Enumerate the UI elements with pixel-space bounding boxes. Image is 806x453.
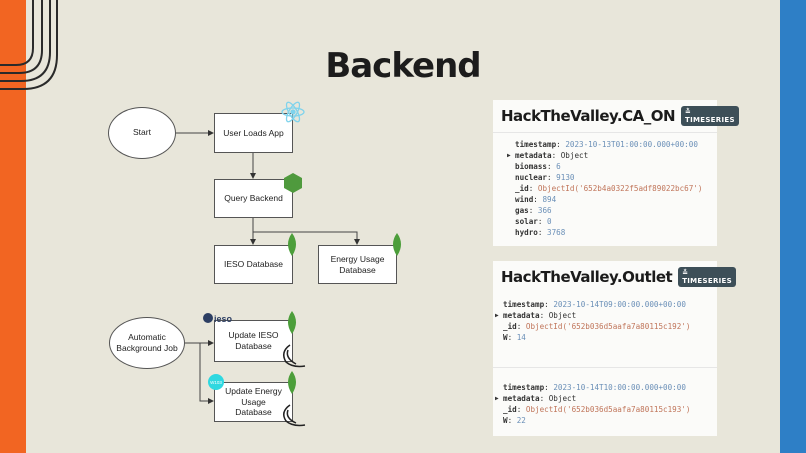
document-field-biomass: biomass: 6 xyxy=(515,162,561,171)
node-user-loads-app: User Loads App xyxy=(214,113,293,153)
document-field-hydro: hydro: 3768 xyxy=(515,228,566,237)
expand-caret-icon[interactable]: ▶ xyxy=(507,152,511,159)
expand-caret-icon[interactable]: ▶ xyxy=(495,312,499,319)
corner-lines-decoration xyxy=(0,0,58,90)
expand-caret-icon[interactable]: ▶ xyxy=(495,395,499,402)
document: timestamp: 2023-10-14T09:00:00.000+00:00… xyxy=(493,293,717,368)
document-field-solar: solar: 0 xyxy=(515,217,552,226)
document-field-metadata[interactable]: ▶metadata: Object xyxy=(495,311,577,320)
document-field-id: _id: ObjectId('652b036d5aafa7a80115c192'… xyxy=(503,322,691,331)
document-field-W: W: 14 xyxy=(503,333,526,342)
document-field-timestamp: timestamp: 2023-10-13T01:00:00.000+00:00 xyxy=(515,140,698,149)
arrow-job-to-energy xyxy=(199,343,214,404)
node-query-backend: Query Backend xyxy=(214,179,293,218)
document-field-metadata[interactable]: ▶metadata: Object xyxy=(495,394,577,403)
slide-title: Backend xyxy=(325,46,481,86)
document-field-timestamp: timestamp: 2023-10-14T09:00:00.000+00:00 xyxy=(503,300,686,309)
document-field-id: _id: ObjectId('652b4a0322f5adf89022bc67'… xyxy=(515,184,703,193)
collection-card-ca-on: HackTheValley.CA_ON ≛ TIMESERIES timestam… xyxy=(493,100,739,246)
right-accent-bar xyxy=(780,0,806,453)
node-update-ieso-database: Update IESO Database xyxy=(214,320,293,362)
document-field-gas: gas: 366 xyxy=(515,206,552,215)
document-field-wind: wind: 894 xyxy=(515,195,557,204)
node-ieso-database: IESO Database xyxy=(214,245,293,284)
document-field-W: W: 22 xyxy=(503,416,526,425)
node-start: Start xyxy=(108,107,176,159)
arrow-backend-to-energy xyxy=(253,231,360,245)
document-field-timestamp: timestamp: 2023-10-14T10:00:00.000+00:00 xyxy=(503,383,686,392)
collection-card-outlet: HackTheValley.Outlet ≛ TIMESERIES timesta… xyxy=(493,261,736,436)
document-field-metadata[interactable]: ▶metadata: Object xyxy=(507,151,589,160)
node-energy-usage-database: Energy Usage Database xyxy=(318,245,397,284)
timeseries-badge: ≛ TIMESERIES xyxy=(678,267,736,287)
collection-name: HackTheValley.CA_ON xyxy=(501,107,676,125)
document: timestamp: 2023-10-14T10:00:00.000+00:00… xyxy=(493,368,717,432)
collection-name: HackTheValley.Outlet xyxy=(501,268,673,286)
node-automatic-background-job: Automatic Background Job xyxy=(109,317,185,369)
document-field-id: _id: ObjectId('652b036d5aafa7a80115c193'… xyxy=(503,405,691,414)
document-field-nuclear: nuclear: 9130 xyxy=(515,173,575,182)
document: timestamp: 2023-10-13T01:00:00.000+00:00… xyxy=(493,133,717,244)
node-update-energy-usage-database: Update Energy Usage Database xyxy=(214,382,293,422)
timeseries-badge: ≛ TIMESERIES xyxy=(681,106,739,126)
left-accent-bar xyxy=(0,0,26,453)
